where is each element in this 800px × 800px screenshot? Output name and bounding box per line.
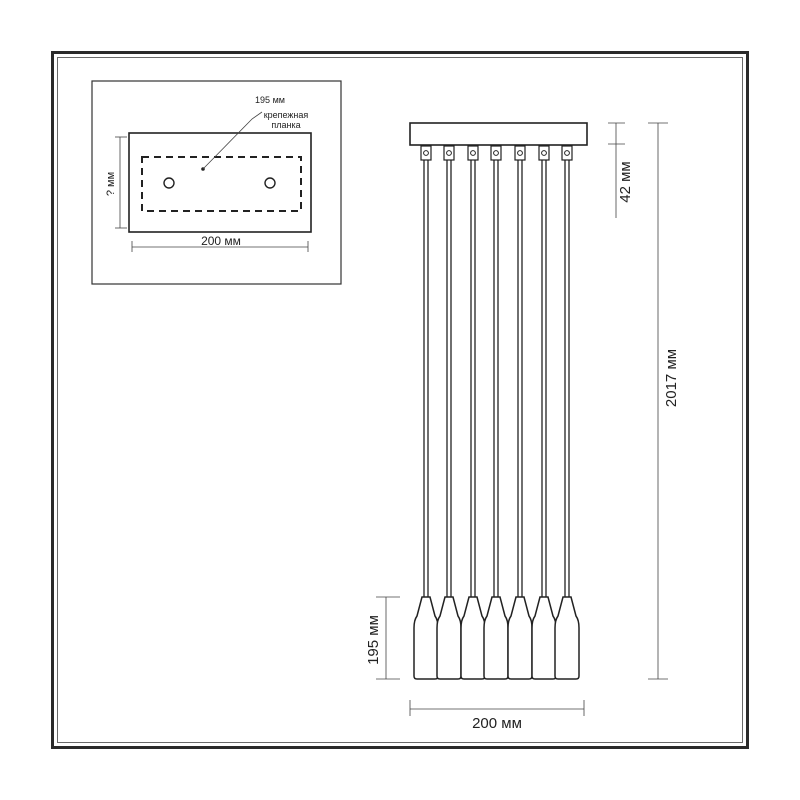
pendant-shade: [460, 596, 486, 680]
pendant-shade: [436, 596, 462, 680]
dimension-width: 200 мм: [409, 700, 585, 732]
lamp-side-view: [409, 122, 588, 680]
pendant-shade: [507, 596, 533, 680]
cable-clip-screw: [517, 150, 523, 156]
inset-panel: 195 мм крепежная планка ? мм 200 мм: [91, 80, 342, 285]
shade-height-label: 195 мм: [365, 615, 382, 665]
pendant-shade: [413, 596, 439, 680]
drawing-inner-border: [57, 57, 743, 743]
callout-size-label: 195 мм: [255, 95, 285, 105]
mounting-hole-right: [264, 177, 276, 189]
canopy-height-label: 42 мм: [617, 161, 634, 202]
pendant-shade: [554, 596, 580, 680]
canopy-top-view: [128, 132, 312, 233]
callout-leader: [202, 111, 263, 170]
inset-width-label: 200 мм: [201, 234, 241, 248]
cable-clip-screw: [446, 150, 452, 156]
callout-label-line2: планка: [271, 120, 300, 130]
drawing-border: [51, 51, 749, 749]
mounting-plate-outline: [141, 156, 302, 212]
callout-label-line1: крепежная: [264, 110, 309, 120]
dimensions-right: 42 мм 2017 мм: [608, 122, 680, 680]
inset-height-label: ? мм: [105, 172, 117, 196]
cable-clip-screw: [493, 150, 499, 156]
cable-clip-screw: [564, 150, 570, 156]
inset-frame: [91, 80, 342, 285]
pendant-shade: [483, 596, 509, 680]
mounting-hole-left: [163, 177, 175, 189]
width-label: 200 мм: [472, 715, 522, 732]
pendant-shade: [531, 596, 557, 680]
cable-clip-screw: [541, 150, 547, 156]
cable-clip-screw: [470, 150, 476, 156]
cable-clip-screw: [423, 150, 429, 156]
dimension-shade: 195 мм: [365, 596, 400, 680]
pendant-group: [413, 145, 580, 680]
canopy-side-view: [409, 122, 588, 146]
total-height-label: 2017 мм: [663, 349, 680, 407]
